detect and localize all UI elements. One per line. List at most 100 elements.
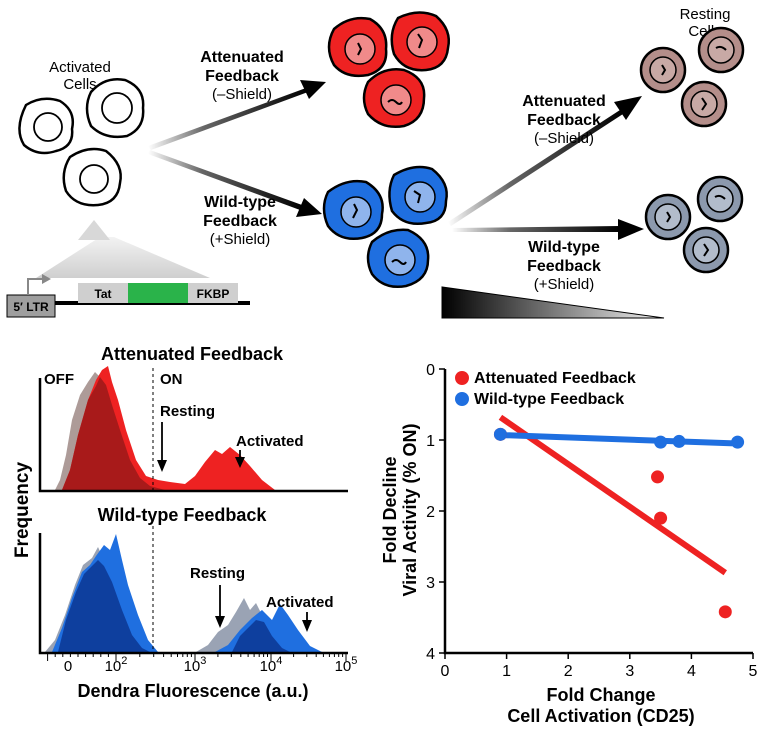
attenuated-active-cells: [327, 11, 450, 128]
fkbp-box: [188, 283, 238, 303]
resting-cell: [682, 226, 730, 274]
blue-cell: [366, 228, 430, 288]
lentiviral-construct: 5′ LTR Tat FKBP: [6, 274, 250, 318]
histogram-panel: Attenuated Feedback Wild-type Feedback F…: [12, 344, 357, 701]
scatter-y-tick-label: 3: [426, 575, 435, 592]
arrow-to-resting-att: [448, 96, 642, 226]
wt-right-label-1: Wild-type: [528, 239, 600, 256]
activated-cells-label-2: Cells: [63, 76, 96, 93]
activated-cells-group: [18, 78, 145, 207]
hist-bottom-axes: [38, 533, 348, 655]
x-tick-1000: 103: [184, 655, 207, 675]
hist-top-overlap-fill: [62, 377, 165, 490]
top-resting-label: Resting: [160, 403, 215, 420]
fkbp-label: FKBP: [197, 287, 230, 301]
top-resting-arrow-icon: [157, 460, 167, 472]
reporter-box: [128, 283, 188, 303]
scatter-xlabel-2: Cell Activation (CD25): [507, 706, 694, 726]
data-point: [731, 435, 745, 449]
att-right-label-1: Attenuated: [522, 93, 606, 110]
hist-top-title: Attenuated Feedback: [101, 344, 284, 364]
data-point: [718, 605, 732, 619]
scatter-x-tick-label: 4: [687, 663, 696, 680]
on-label: ON: [160, 371, 183, 388]
scatter-x-tick-label: 5: [749, 663, 758, 680]
resting-cell: [697, 26, 745, 74]
scatter-x-tick-label: 3: [625, 663, 634, 680]
hist-x-ticks: [47, 653, 347, 661]
expression-funnel: [36, 222, 210, 278]
scatter-x-tick-label: 0: [441, 663, 450, 680]
activated-cells-label-1: Activated: [49, 59, 111, 76]
wt-right-label-2: Feedback: [527, 258, 601, 275]
wt-upper-label-2: Feedback: [203, 213, 277, 230]
arrow-to-resting-wt: [452, 219, 644, 240]
hist-top: OFF ON Resting Activated: [38, 366, 348, 493]
scatter-xlabel-1: Fold Change: [547, 685, 656, 705]
blue-cell: [388, 165, 448, 225]
arrow-to-attenuated: [148, 80, 326, 150]
scatter-ylabel-2: Viral Activity (% ON): [400, 423, 420, 596]
att-upper-label-1: Attenuated: [200, 49, 284, 66]
bottom-activated-arrow-icon: [302, 620, 312, 632]
att-upper-label-3: (–Shield): [212, 86, 272, 103]
x-tick-100000: 105: [335, 655, 358, 675]
legend-label-1: Wild-type Feedback: [474, 391, 624, 408]
top-activated-arrow-icon: [235, 457, 245, 468]
resting-cell: [644, 193, 692, 241]
resting-cell: [696, 175, 744, 223]
data-point: [654, 511, 668, 525]
blue-cell: [322, 179, 384, 240]
tat-box: [78, 283, 128, 303]
hist-x-label: Dendra Fluorescence (a.u.): [77, 681, 308, 701]
att-right-label-2: Feedback: [527, 112, 601, 129]
activated-cell: [62, 147, 122, 207]
scatter-y-tick-label: 1: [426, 433, 435, 450]
resting-cell: [680, 80, 728, 128]
activated-cell: [85, 78, 145, 139]
scatter-fit-lines: [498, 414, 738, 576]
fit-line-1: [500, 432, 738, 447]
resting-wildtype-cells: [644, 175, 744, 274]
hist-bottom-title: Wild-type Feedback: [98, 505, 268, 525]
scatter-chart: 0 1 2 3 4 5 0 1 2 3 4 Attenuated FeedbackWild-type…: [380, 362, 758, 726]
red-cell: [327, 16, 388, 78]
scatter-points: [493, 427, 745, 619]
data-point: [654, 435, 668, 449]
hist-y-label: Frequency: [12, 462, 33, 559]
legend-label-0: Attenuated Feedback: [474, 370, 636, 387]
att-right-label-3: (–Shield): [534, 130, 594, 147]
hist-bottom-overlap-fill: [58, 560, 290, 652]
red-cell: [362, 68, 426, 128]
activated-cell: [18, 97, 74, 155]
wildtype-active-cells: [322, 165, 448, 288]
wt-right-label-3: (+Shield): [534, 276, 594, 293]
resting-attenuated-cells: [639, 26, 745, 128]
fit-line-0: [498, 414, 727, 576]
red-cell: [390, 11, 450, 72]
arrow-to-wildtype: [148, 150, 322, 217]
schematic: Activated Cells 5′ LTR Tat FKBP Attenu: [6, 6, 745, 319]
scatter-axes: 0 1 2 3 4 5 0 1 2 3 4: [426, 362, 757, 680]
off-label: OFF: [44, 371, 74, 388]
scatter-x-tick-label: 2: [564, 663, 573, 680]
legend-marker-1: [455, 392, 469, 406]
wt-upper-label-1: Wild-type: [204, 194, 276, 211]
data-point: [493, 427, 507, 441]
data-point: [651, 470, 665, 484]
scatter-y-tick-label: 2: [426, 504, 435, 521]
scatter-y-tick-label: 0: [426, 362, 435, 379]
scatter-y-tick-label: 4: [426, 646, 435, 663]
resting-cells-label-1: Resting: [680, 6, 731, 23]
resting-cell: [639, 46, 687, 94]
scatter-x-tick-label: 1: [502, 663, 511, 680]
bottom-resting-label: Resting: [190, 565, 245, 582]
shield-gradient-wedge: [441, 286, 665, 319]
x-tick-100: 102: [105, 655, 128, 675]
top-activated-label: Activated: [236, 433, 304, 450]
bottom-resting-arrow-icon: [215, 616, 225, 628]
data-point: [672, 434, 686, 448]
legend-marker-0: [455, 371, 469, 385]
